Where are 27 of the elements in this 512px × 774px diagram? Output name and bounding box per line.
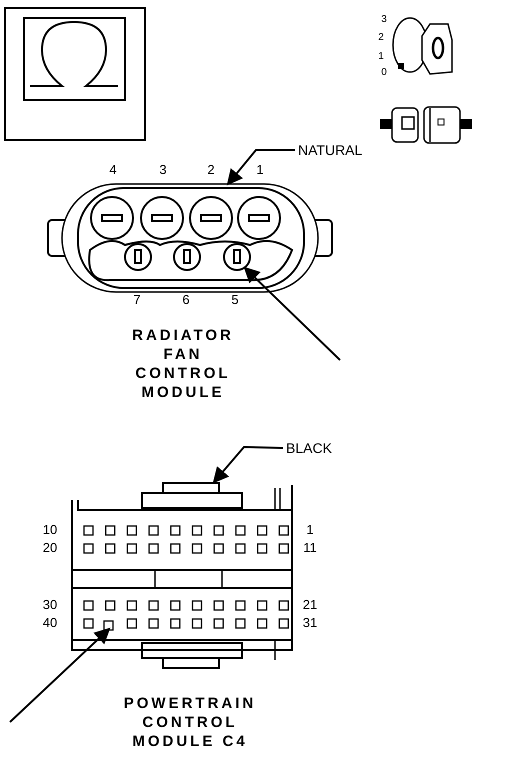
leader-arrow — [226, 149, 295, 186]
connector-title: RADIATOR FAN CONTROL MODULE — [131, 326, 235, 402]
pin-number: 3 — [381, 13, 387, 27]
pin-number: 0 — [381, 66, 387, 80]
leader-arrow — [9, 628, 110, 723]
pin-number: 21 — [302, 598, 318, 612]
pin-number: 40 — [42, 616, 58, 630]
color-label: BLACK — [286, 440, 332, 456]
pin-number: 4 — [109, 163, 117, 177]
connector-title: POWERTRAIN CONTROL MODULE C4 — [122, 694, 258, 751]
pin-number: 1 — [256, 163, 264, 177]
leader-arrow — [212, 446, 284, 484]
pin-number: 2 — [207, 163, 215, 177]
color-label: NATURAL — [298, 142, 362, 158]
pin-number: 20 — [42, 541, 58, 555]
pin-number: 3 — [159, 163, 167, 177]
pin-number: 30 — [42, 598, 58, 612]
pin-number: 6 — [182, 293, 190, 307]
pin-number: 1 — [378, 50, 384, 64]
pin-number: 10 — [42, 523, 58, 537]
pin-number: 2 — [378, 31, 384, 45]
pin-number: 5 — [231, 293, 239, 307]
pin-number: 31 — [302, 616, 318, 630]
leader-arrow — [244, 266, 341, 361]
pin-number: 7 — [133, 293, 141, 307]
pin-number: 11 — [303, 541, 317, 555]
pin-number: 1 — [306, 523, 314, 537]
